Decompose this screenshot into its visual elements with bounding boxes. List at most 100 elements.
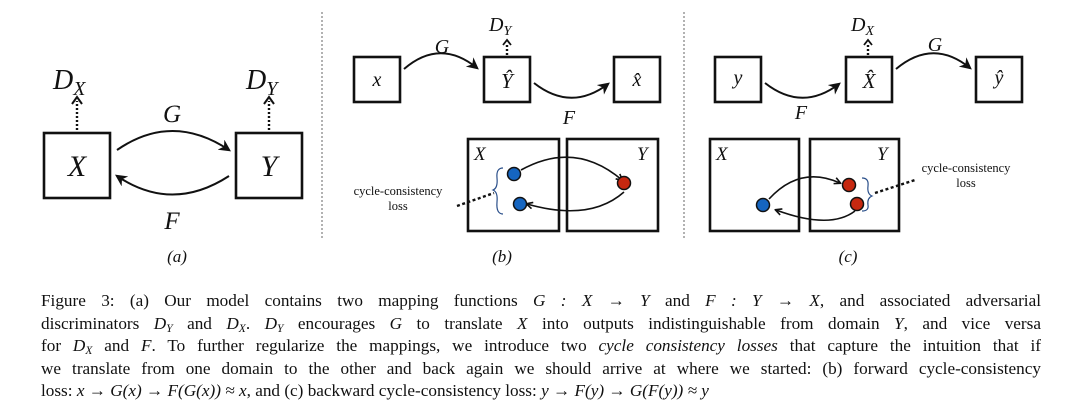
caption-text: , and associated adversarial (819, 291, 1041, 310)
loss-brace-icon (861, 177, 874, 212)
caption-text: into outputs indistinguishable from doma… (527, 313, 895, 333)
source-point-dot (755, 197, 771, 213)
math-backward-cycle: y → F(y) → G(F(y)) ≈ y (541, 381, 709, 401)
input-y-box (713, 55, 763, 104)
domain-x-label: X (715, 144, 729, 165)
caption-line-2: discriminators DY and DX. DY encourages … (41, 313, 1041, 336)
reconstructed-x-label: x̂ (632, 69, 642, 91)
figure-3-diagram: X Y G F DX DY (a) x Ŷ x̂ G F DY X Y (42, 12, 1024, 266)
disc-y-arrowhead-icon (263, 95, 275, 105)
math-f: F (140, 336, 152, 356)
mapping-f-label: F (163, 208, 180, 235)
disc-x-label: DX (850, 14, 874, 39)
domain-y-label: Y (877, 144, 890, 165)
domain-x-label: X (473, 144, 487, 165)
caption-line-4: we translate from one domain to the othe… (41, 358, 1041, 378)
mapping-f-label: F (794, 102, 808, 124)
caption-text: loss: (41, 381, 77, 401)
backward-mapping-arrow (527, 191, 625, 212)
reconstructed-point-dot (849, 196, 865, 212)
disc-x-arrowhead-icon (71, 95, 83, 105)
translated-y-box (482, 55, 532, 104)
caption-text: . To further regularize the mappings, we… (151, 336, 599, 356)
disc-x-arrowhead-icon (863, 38, 873, 46)
loss-label-line1: cycle-consistency (922, 161, 1012, 175)
caption-text: for (41, 336, 73, 356)
caption-line-5: loss: x → G(x) → F(G(x)) ≈ x, and (c) ba… (41, 380, 1041, 403)
caption-line-1: Figure 3: (a) Our model contains two map… (41, 290, 1041, 313)
domain-y-box (234, 131, 304, 200)
disc-y-label: DY (245, 65, 279, 100)
translated-point-dot (616, 175, 632, 191)
figure-caption: Figure 3: (a) Our model contains two map… (41, 290, 1041, 403)
mapping-f-arrow (764, 82, 841, 99)
loss-dotted-pointer (874, 178, 916, 195)
mapping-f-label: F (562, 107, 576, 129)
math-forward-cycle: x → G(x) → F(G(x)) ≈ x (76, 381, 247, 401)
caption-text: . (245, 313, 265, 333)
panel-c: y X̂ ŷ F G DX X Y cycle-consistency loss… (708, 14, 1024, 266)
math-f-mapping: F : Y → X (705, 291, 820, 310)
math-d: D (264, 313, 277, 333)
forward-mapping-arrow (520, 156, 622, 180)
math-g-mapping: G : X → Y (533, 291, 650, 310)
disc-x-label: DX (52, 65, 86, 100)
reconstructed-y-label: ŷ (993, 67, 1004, 89)
domain-x-box (466, 137, 561, 233)
mapping-g-arrow (116, 130, 231, 152)
caption-text: , and (c) backward cycle-consistency los… (246, 381, 542, 401)
caption-line-3: for DX and F. To further regularize the … (41, 335, 1041, 358)
domain-x-box (708, 137, 801, 233)
domain-x-label: X (67, 150, 88, 183)
disc-y-arrowhead-icon (502, 38, 512, 46)
caption-text: , and vice versa (903, 313, 1041, 333)
reconstructed-y-box (974, 55, 1024, 104)
math-x: X (517, 313, 528, 333)
panel-a: X Y G F DX DY (a) (42, 65, 304, 266)
caption-text: to translate (402, 313, 518, 333)
loss-dotted-pointer (456, 191, 495, 208)
emphasis-cycle-consistency-losses: cycle consistency losses (598, 336, 778, 356)
panel-c-sublabel: (c) (839, 247, 858, 266)
loss-label-line1: cycle-consistency (354, 184, 444, 198)
domain-y-box (808, 137, 901, 233)
math-sub: Y (277, 322, 284, 335)
translated-x-box (844, 55, 894, 104)
mapping-g-label: G (435, 36, 450, 58)
translated-x-label: X̂ (862, 69, 877, 93)
domain-y-label: Y (637, 144, 650, 165)
mapping-g-label: G (928, 34, 943, 56)
translated-point-dot (841, 177, 857, 193)
panel-b: x Ŷ x̂ G F DY X Y cycle-consistency loss… (352, 14, 662, 266)
math-d: D (226, 313, 239, 333)
domain-y-box (565, 137, 660, 233)
caption-text: and (172, 313, 227, 333)
math-d: D (153, 313, 167, 333)
domain-x-box (42, 131, 112, 200)
math-sub: X (238, 322, 246, 335)
backward-mapping-arrow (776, 210, 856, 222)
mapping-g-arrow (895, 52, 972, 70)
caption-text: and (92, 336, 141, 356)
panel-b-sublabel: (b) (492, 247, 512, 266)
input-y-label: y (732, 67, 743, 89)
mapping-g-label: G (163, 101, 181, 128)
mapping-g-arrow (403, 52, 479, 70)
math-sub: Y (166, 322, 173, 335)
loss-label-line2: loss (388, 199, 408, 213)
reconstructed-x-box (612, 55, 662, 104)
domain-y-label: Y (261, 150, 281, 183)
caption-text: that capture the intuition that if (777, 336, 1042, 356)
input-x-label: x (372, 69, 382, 91)
caption-text: discriminators (41, 313, 154, 333)
caption-text: encourages (283, 313, 390, 333)
mapping-f-arrow (115, 174, 230, 196)
source-point-dot (506, 166, 522, 182)
forward-mapping-arrow (768, 176, 840, 200)
caption-text: Figure 3: (a) Our model contains two map… (41, 291, 534, 310)
input-x-box (352, 55, 402, 104)
math-d: D (72, 336, 86, 356)
mapping-f-arrow (533, 82, 610, 99)
reconstructed-point-dot (512, 196, 528, 212)
disc-y-label: DY (488, 14, 513, 39)
